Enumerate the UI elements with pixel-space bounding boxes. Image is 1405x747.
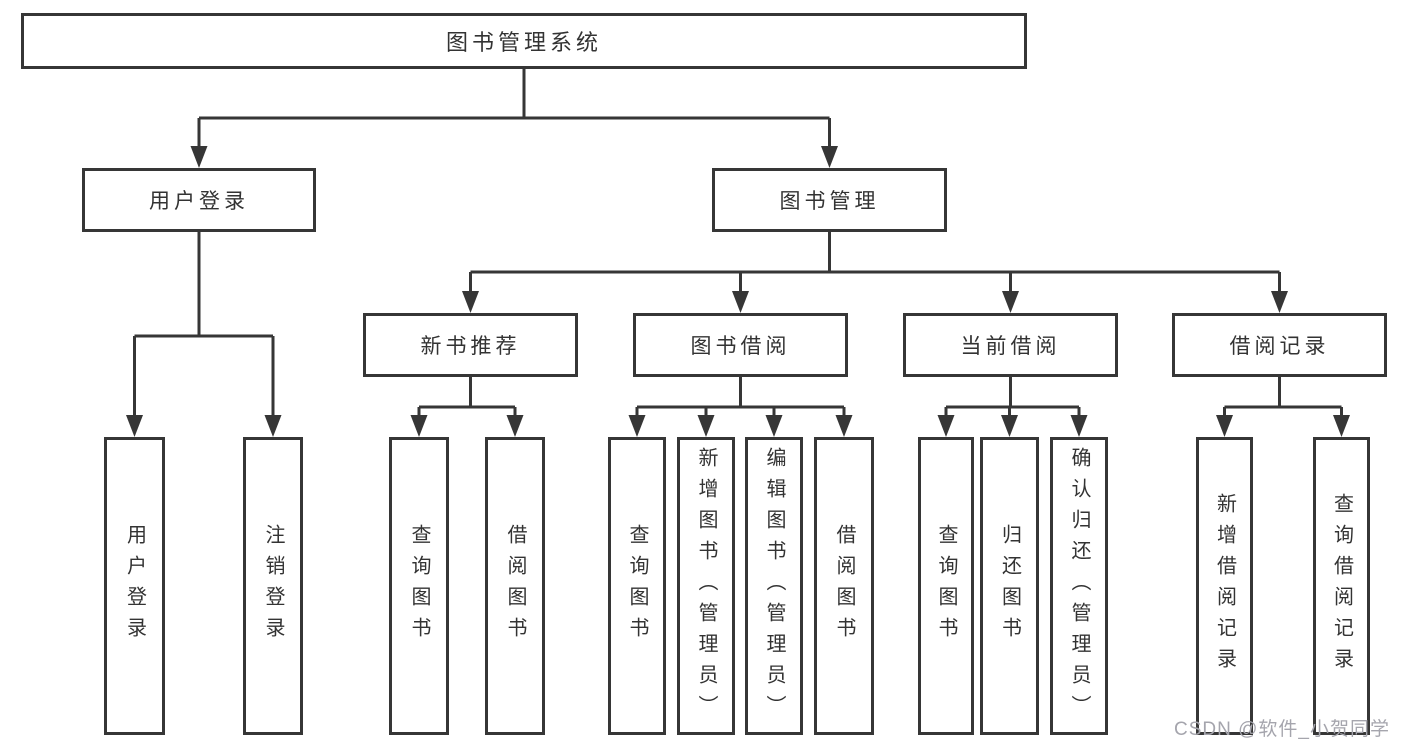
node-label: 当前借阅 [960, 335, 1061, 358]
node-new-book-recommend: 新书推荐 [363, 313, 578, 377]
node-label: 图书管理系统 [445, 30, 602, 55]
leaf-edit-books-admin: 编辑图书（管理员） [745, 437, 803, 735]
node-label: 借阅图书 [504, 524, 526, 648]
leaf-query-borrow-record: 查询借阅记录 [1313, 437, 1370, 735]
watermark: CSDN @软件_小贺同学 [1174, 719, 1390, 740]
node-label: 确认归还（管理员） [1068, 446, 1090, 726]
node-label: 新增图书（管理员） [695, 446, 717, 726]
leaf-return-books: 归还图书 [980, 437, 1039, 735]
leaf-query-books-borrowing: 查询图书 [608, 437, 666, 735]
node-borrowing-records: 借阅记录 [1172, 313, 1387, 377]
node-label: 查询图书 [626, 524, 648, 648]
leaf-query-books-recommend: 查询图书 [389, 437, 449, 735]
leaf-query-books-current: 查询图书 [918, 437, 974, 735]
node-label: 新书推荐 [420, 335, 521, 358]
node-label: 注销登录 [262, 524, 284, 648]
leaf-add-borrow-record: 新增借阅记录 [1196, 437, 1253, 735]
connector-new-book-recommend [417, 377, 517, 423]
node-book-management: 图书管理 [712, 168, 947, 232]
node-book-borrowing: 图书借阅 [633, 313, 848, 377]
node-label: 图书管理 [779, 190, 880, 213]
node-label: 用户登录 [123, 524, 146, 648]
connector-book-management [469, 232, 1281, 299]
node-label: 新增借阅记录 [1213, 493, 1236, 679]
leaf-add-books-admin: 新增图书（管理员） [677, 437, 735, 735]
node-label: 用户登录 [149, 190, 249, 213]
leaf-borrow-books-recommend: 借阅图书 [485, 437, 545, 735]
connector-root [197, 69, 831, 154]
node-library-management-system: 图书管理系统 [21, 13, 1027, 69]
connector-user-login [133, 232, 275, 423]
arrowheads [126, 146, 1350, 437]
node-user-login: 用户登录 [82, 168, 316, 232]
node-label: 编辑图书（管理员） [763, 446, 785, 726]
leaf-borrow-books-borrowing: 借阅图书 [814, 437, 874, 735]
node-label: 借阅图书 [833, 524, 855, 648]
leaf-user-login: 用户登录 [104, 437, 165, 735]
connector-book-borrowing [635, 377, 846, 423]
node-label: 查询图书 [408, 524, 430, 648]
node-label: 借阅记录 [1229, 335, 1330, 358]
leaf-logout: 注销登录 [243, 437, 303, 735]
node-label: 查询借阅记录 [1330, 493, 1353, 679]
node-label: 查询图书 [935, 524, 957, 648]
leaf-confirm-return-admin: 确认归还（管理员） [1050, 437, 1108, 735]
connector-borrowing-records [1223, 377, 1343, 423]
node-label: 图书借阅 [690, 335, 791, 358]
node-label: 归还图书 [998, 524, 1021, 648]
node-current-borrowing: 当前借阅 [903, 313, 1118, 377]
